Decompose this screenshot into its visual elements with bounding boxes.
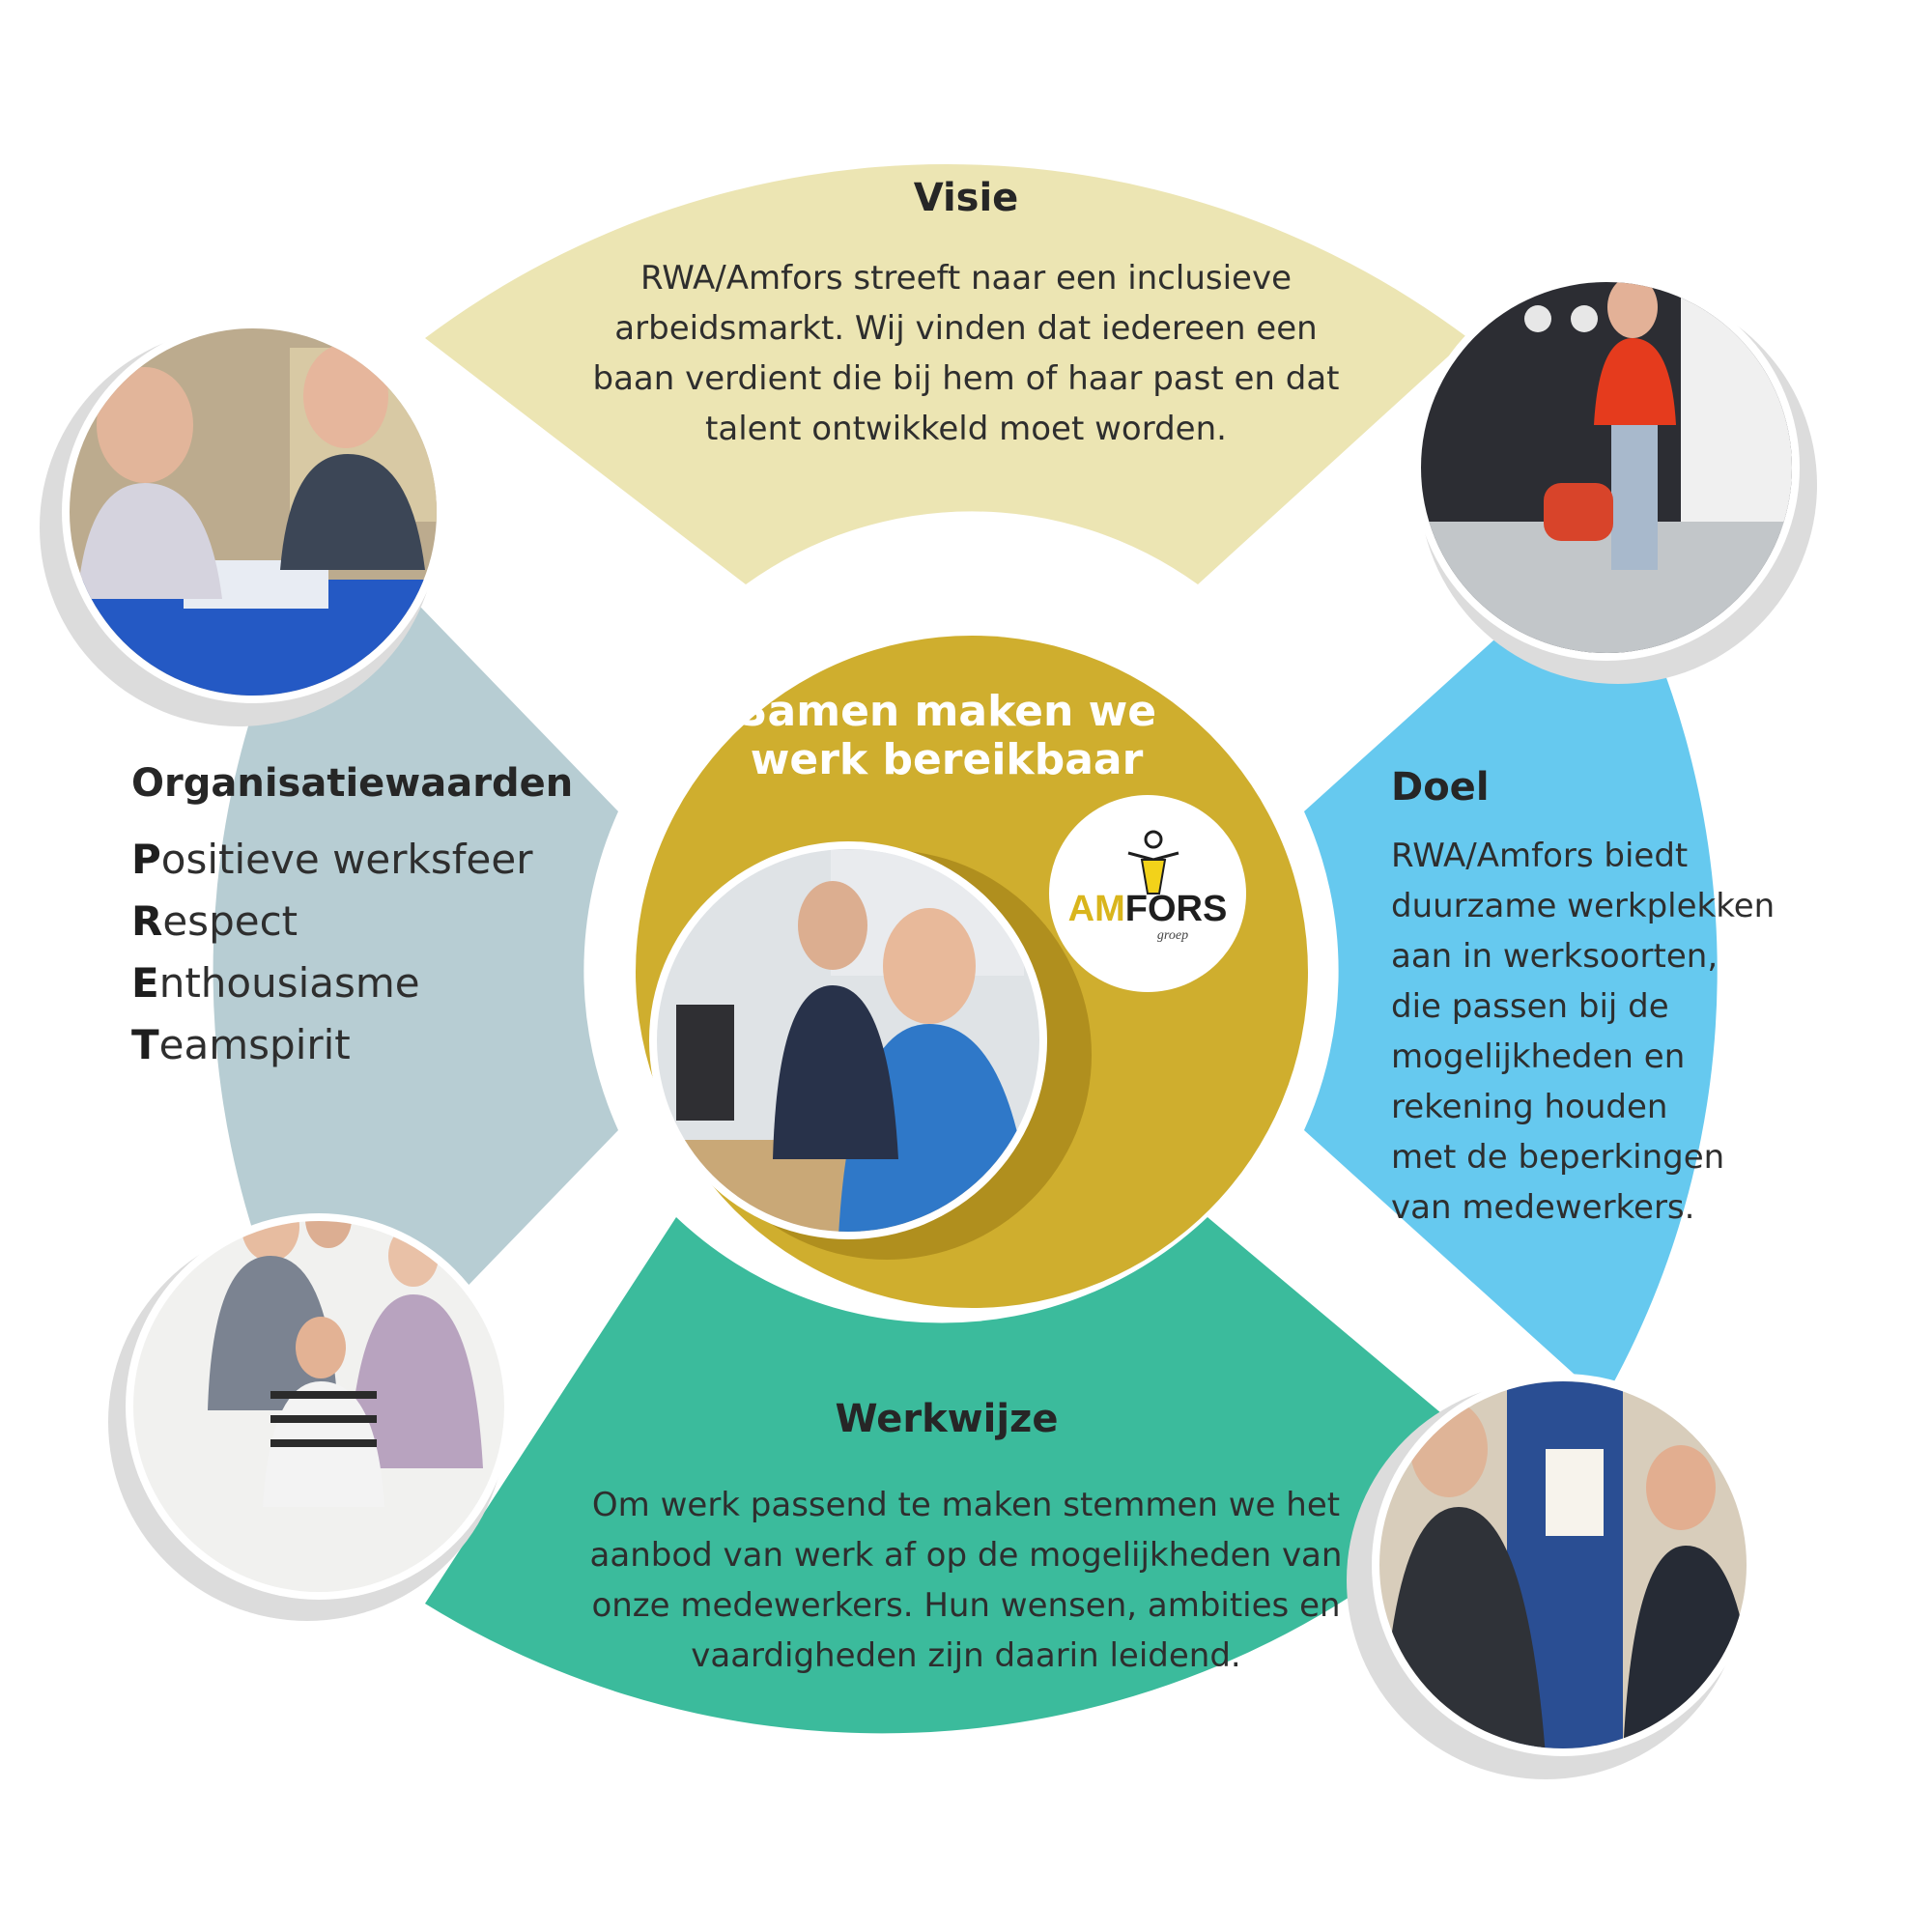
- werkwijze-text: Om werk passend te maken stemmen we het …: [541, 1480, 1391, 1681]
- doel-text: RWA/Amfors biedt duurzame werkplekken aa…: [1391, 831, 1797, 1233]
- werkwijze-line: vaardigheden zijn daarin leidend.: [691, 1636, 1241, 1675]
- visie-heading: Visie: [913, 176, 1019, 220]
- value-rest: nthousiasme: [158, 959, 420, 1007]
- visie-line: baan verdient die bij hem of haar past e…: [592, 359, 1340, 398]
- organisatiewaarden-list: Positieve werksfeer Respect Enthousiasme…: [131, 829, 532, 1076]
- doel-line: duurzame werkplekken: [1391, 887, 1776, 925]
- visie-line: talent ontwikkeld moet worden.: [705, 410, 1227, 448]
- organisatiewaarden-heading: Organisatiewaarden: [131, 761, 574, 806]
- logo-brand: AMFORS: [1068, 889, 1228, 929]
- value-initial: P: [131, 836, 161, 883]
- werkwijze-line: onze medewerkers. Hun wensen, ambities e…: [591, 1586, 1341, 1625]
- logo-sub: groep: [1157, 928, 1188, 943]
- value-initial: R: [131, 897, 163, 945]
- value-initial: E: [131, 959, 159, 1007]
- value-item: Enthousiasme: [131, 952, 532, 1014]
- doel-line: rekening houden: [1391, 1088, 1668, 1126]
- doel-line: die passen bij de: [1391, 987, 1669, 1026]
- photo-bottom-right: [1379, 1381, 1747, 1748]
- doel-line: aan in werksoorten,: [1391, 937, 1719, 976]
- value-rest: espect: [162, 897, 298, 945]
- visie-line: RWA/Amfors streeft naar een inclusieve: [640, 259, 1292, 298]
- value-item: Positieve werksfeer: [131, 829, 532, 891]
- logo-brand-am: AM: [1068, 889, 1125, 929]
- center-title: Samen maken we werk bereikbaar: [736, 687, 1157, 784]
- visie-segment: [425, 163, 1468, 584]
- value-item: Teamspirit: [131, 1014, 532, 1076]
- doel-line: met de beperkingen: [1391, 1138, 1725, 1177]
- amfors-figure-icon: [1127, 830, 1179, 895]
- doel-line: mogelijkheden en: [1391, 1037, 1686, 1076]
- value-initial: T: [131, 1021, 159, 1068]
- visie-line: arbeidsmarkt. Wij vinden dat iedereen ee…: [614, 309, 1318, 348]
- value-rest: ositieve werksfeer: [160, 836, 533, 883]
- doel-heading: Doel: [1391, 765, 1490, 810]
- value-rest: eamspirit: [158, 1021, 351, 1068]
- value-item: Respect: [131, 891, 532, 952]
- werkwijze-line: Om werk passend te maken stemmen we het: [591, 1486, 1341, 1524]
- doel-line: RWA/Amfors biedt: [1391, 837, 1689, 875]
- visie-text: RWA/Amfors streeft naar een inclusieve a…: [541, 253, 1391, 454]
- organisatiewaarden-segment: [213, 522, 618, 1420]
- werkwijze-heading: Werkwijze: [835, 1397, 1059, 1441]
- doel-line: van medewerkers.: [1391, 1188, 1695, 1227]
- photo-organisatiewaarden: [70, 328, 437, 696]
- doel-segment: [1304, 541, 1718, 1401]
- photo-werkwijze: [133, 1221, 504, 1592]
- werkwijze-segment: [425, 1217, 1507, 1734]
- werkwijze-line: aanbod van werk af op de mogelijkheden v…: [589, 1536, 1343, 1575]
- logo-brand-fors: FORS: [1125, 889, 1228, 929]
